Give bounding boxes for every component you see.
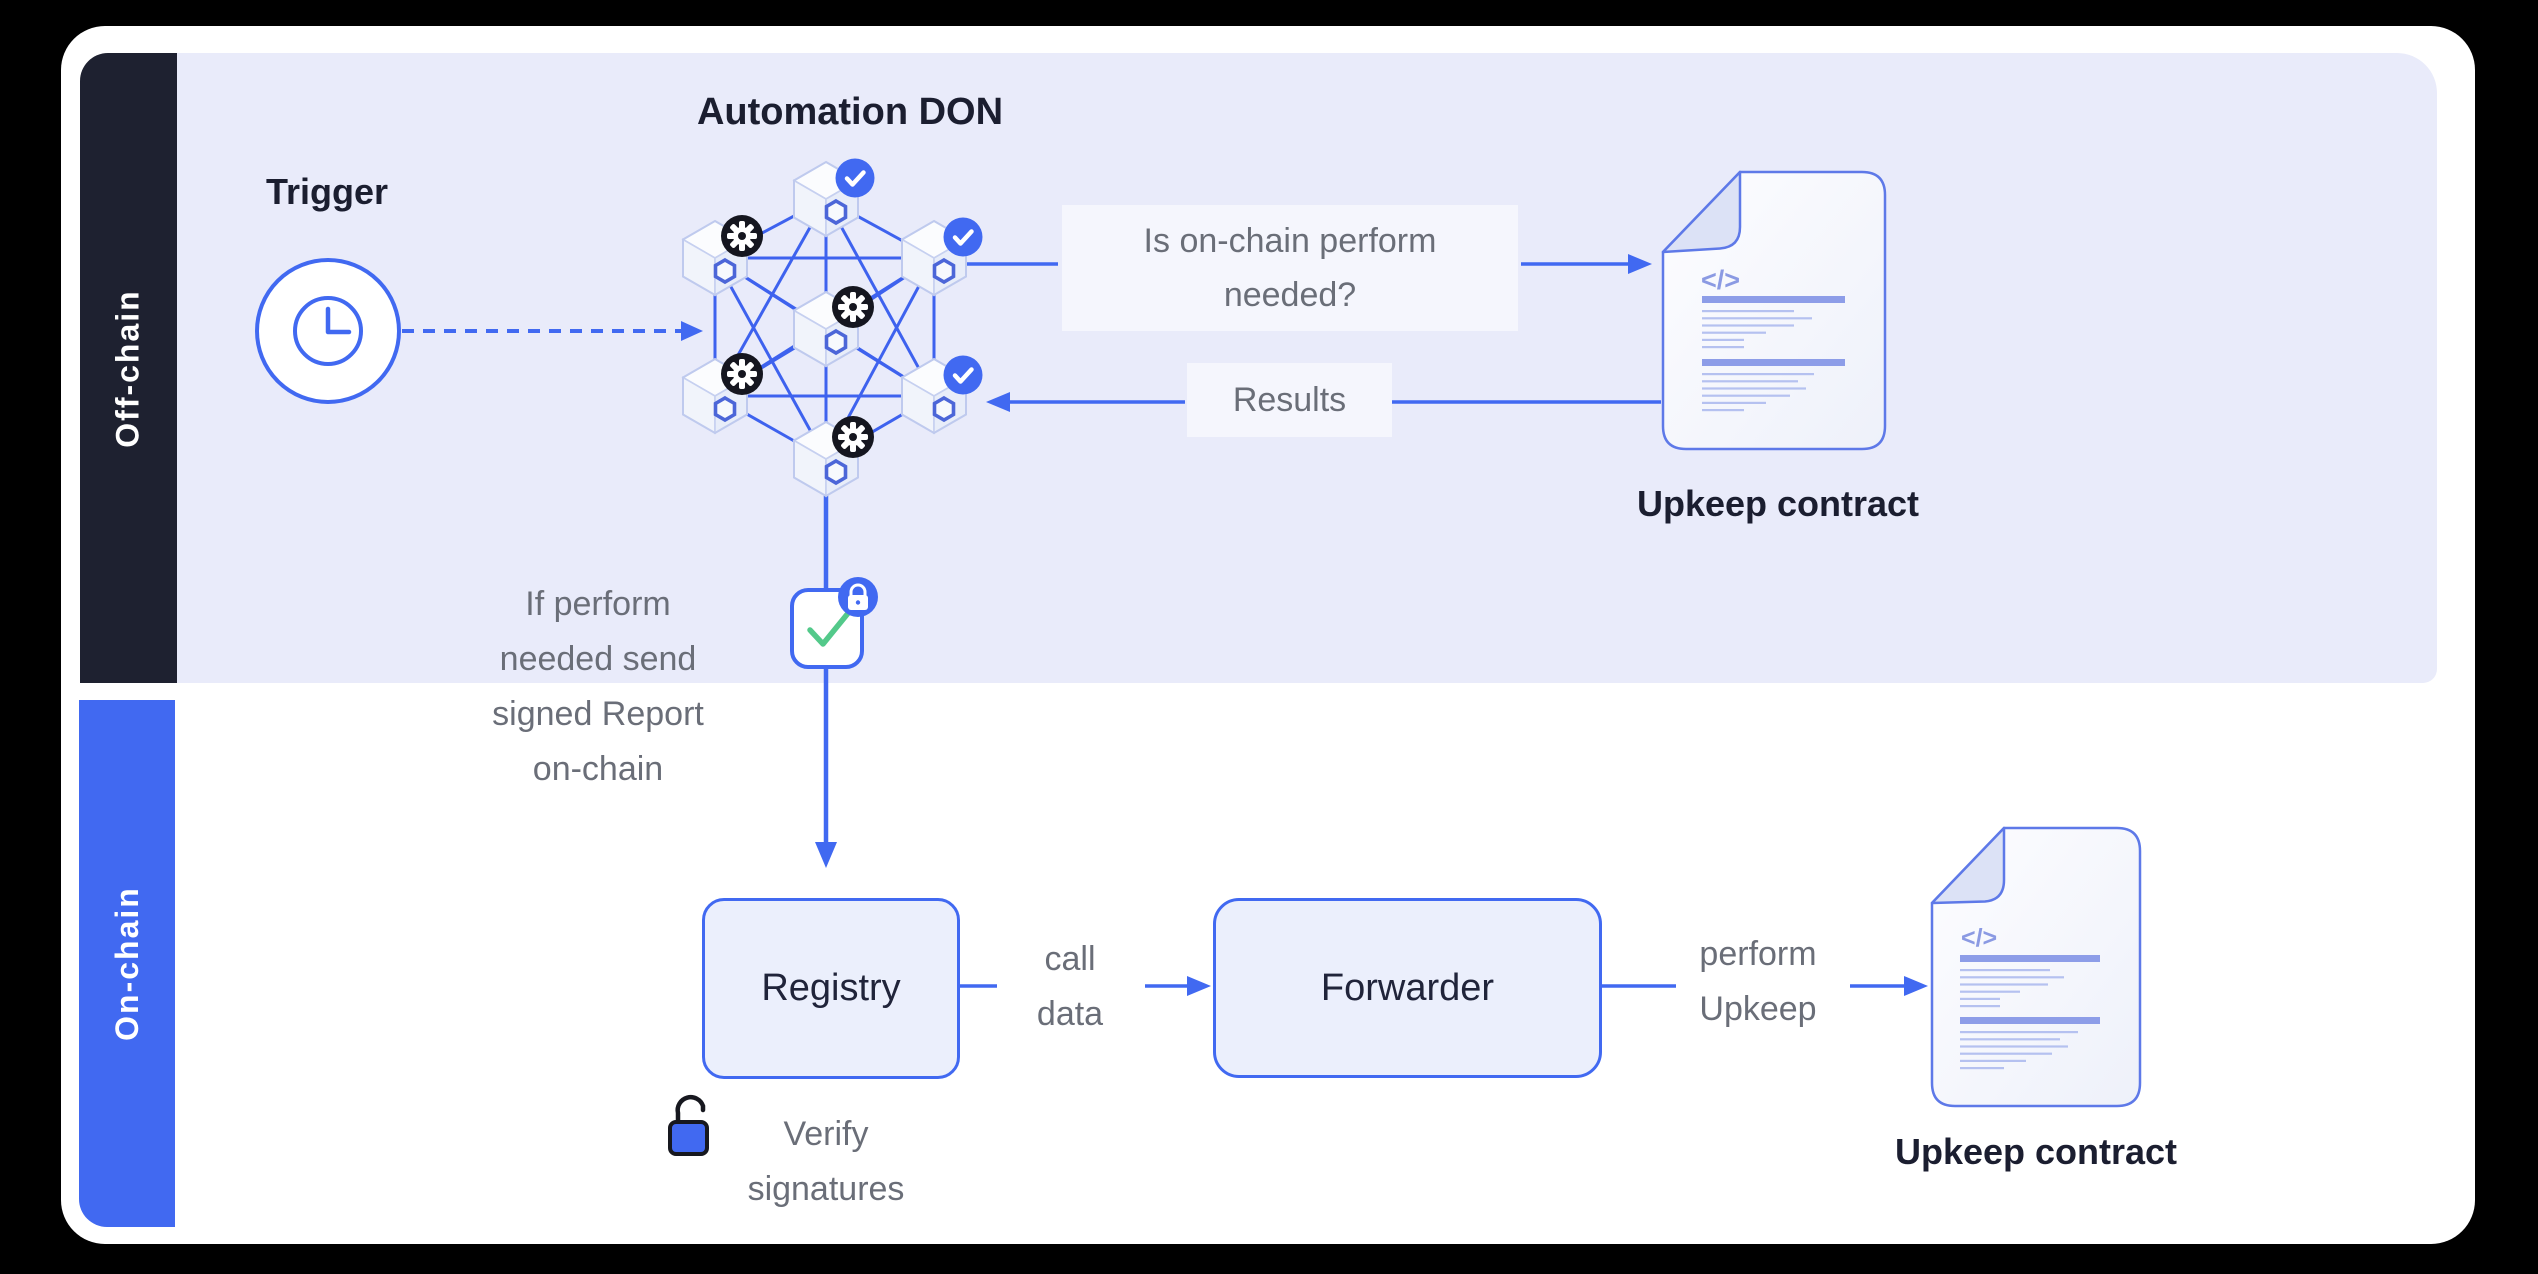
check-badge-icon [835,158,875,198]
perform-upkeep-label: perform Upkeep [1699,935,1817,1028]
signed-report-icon [790,577,878,669]
chainlink-logo-icon [932,257,956,285]
report-note: If perform needed send signed Report on-… [438,577,758,797]
offchain-band: Off-chain [80,53,177,683]
chainlink-logo-icon [824,198,848,226]
don-link [713,257,828,460]
document-fold [1661,170,1742,254]
forwarder-arrowhead-icon [1187,976,1211,996]
don-link [824,198,936,397]
upkeep-arrowhead-icon [1904,976,1928,996]
trigger-label: Trigger [265,171,389,212]
check-icon [807,609,852,647]
gear-badge-icon [832,416,874,458]
don-badges [721,158,983,458]
question-text: Is on-chain perform needed? [1062,205,1518,331]
chainlink-logo-icon [713,257,737,285]
call-data-label: call data [1036,940,1104,1033]
chainlink-logo-icon [932,395,956,423]
check-badge-icon [943,355,983,395]
document-fold [1930,826,2006,905]
report-line1: If perform [525,585,671,623]
document-text-lines [1702,296,1845,412]
question-line1: Is on-chain perform [1143,222,1437,260]
results-arrowhead-icon [986,392,1010,412]
document-text-lines [1960,955,2100,1070]
results-label: Results [1187,363,1392,437]
don-nodes [681,160,968,498]
clock-icon [255,258,401,404]
chainlink-logo-icon [824,458,848,486]
upkeep-contract-top-icon: </> [1661,170,1887,451]
chainlink-logo-icon [713,395,737,423]
trigger-arrowhead-icon [681,321,703,341]
lock-open-icon [668,1094,709,1156]
chainlink-logo-icon [824,328,848,356]
registry-arrowhead-icon [815,842,837,868]
upkeep-contract-top-label: Upkeep contract [1636,483,1920,524]
don-node-icon [681,219,749,297]
gear-badge-icon [721,215,763,257]
don-title: Automation DON [696,91,1004,133]
gear-badge-icon [721,353,763,395]
code-icon: </> [1961,924,1997,952]
question-arrowhead-icon [1628,254,1652,274]
check-badge-icon [943,217,983,257]
report-line4: on-chain [532,750,664,788]
forwarder-label: Forwarder [1320,966,1495,1009]
code-icon: </> [1701,265,1740,295]
question-line2: needed? [1223,276,1357,314]
report-line2: needed send [499,640,697,678]
onchain-band: On-chain [79,700,175,1227]
upkeep-contract-bottom-label: Upkeep contract [1894,1131,2178,1172]
forwarder-node: Forwarder [1213,898,1602,1078]
gear-badge-icon [832,286,874,328]
upkeep-contract-bottom-icon: </> [1930,826,2142,1108]
lock-closed-icon [838,577,878,617]
report-line3: signed Report [492,695,704,733]
verify-signatures-label: Verify signatures [747,1115,905,1208]
registry-label: Registry [761,967,901,1009]
registry-node: Registry [702,898,960,1079]
